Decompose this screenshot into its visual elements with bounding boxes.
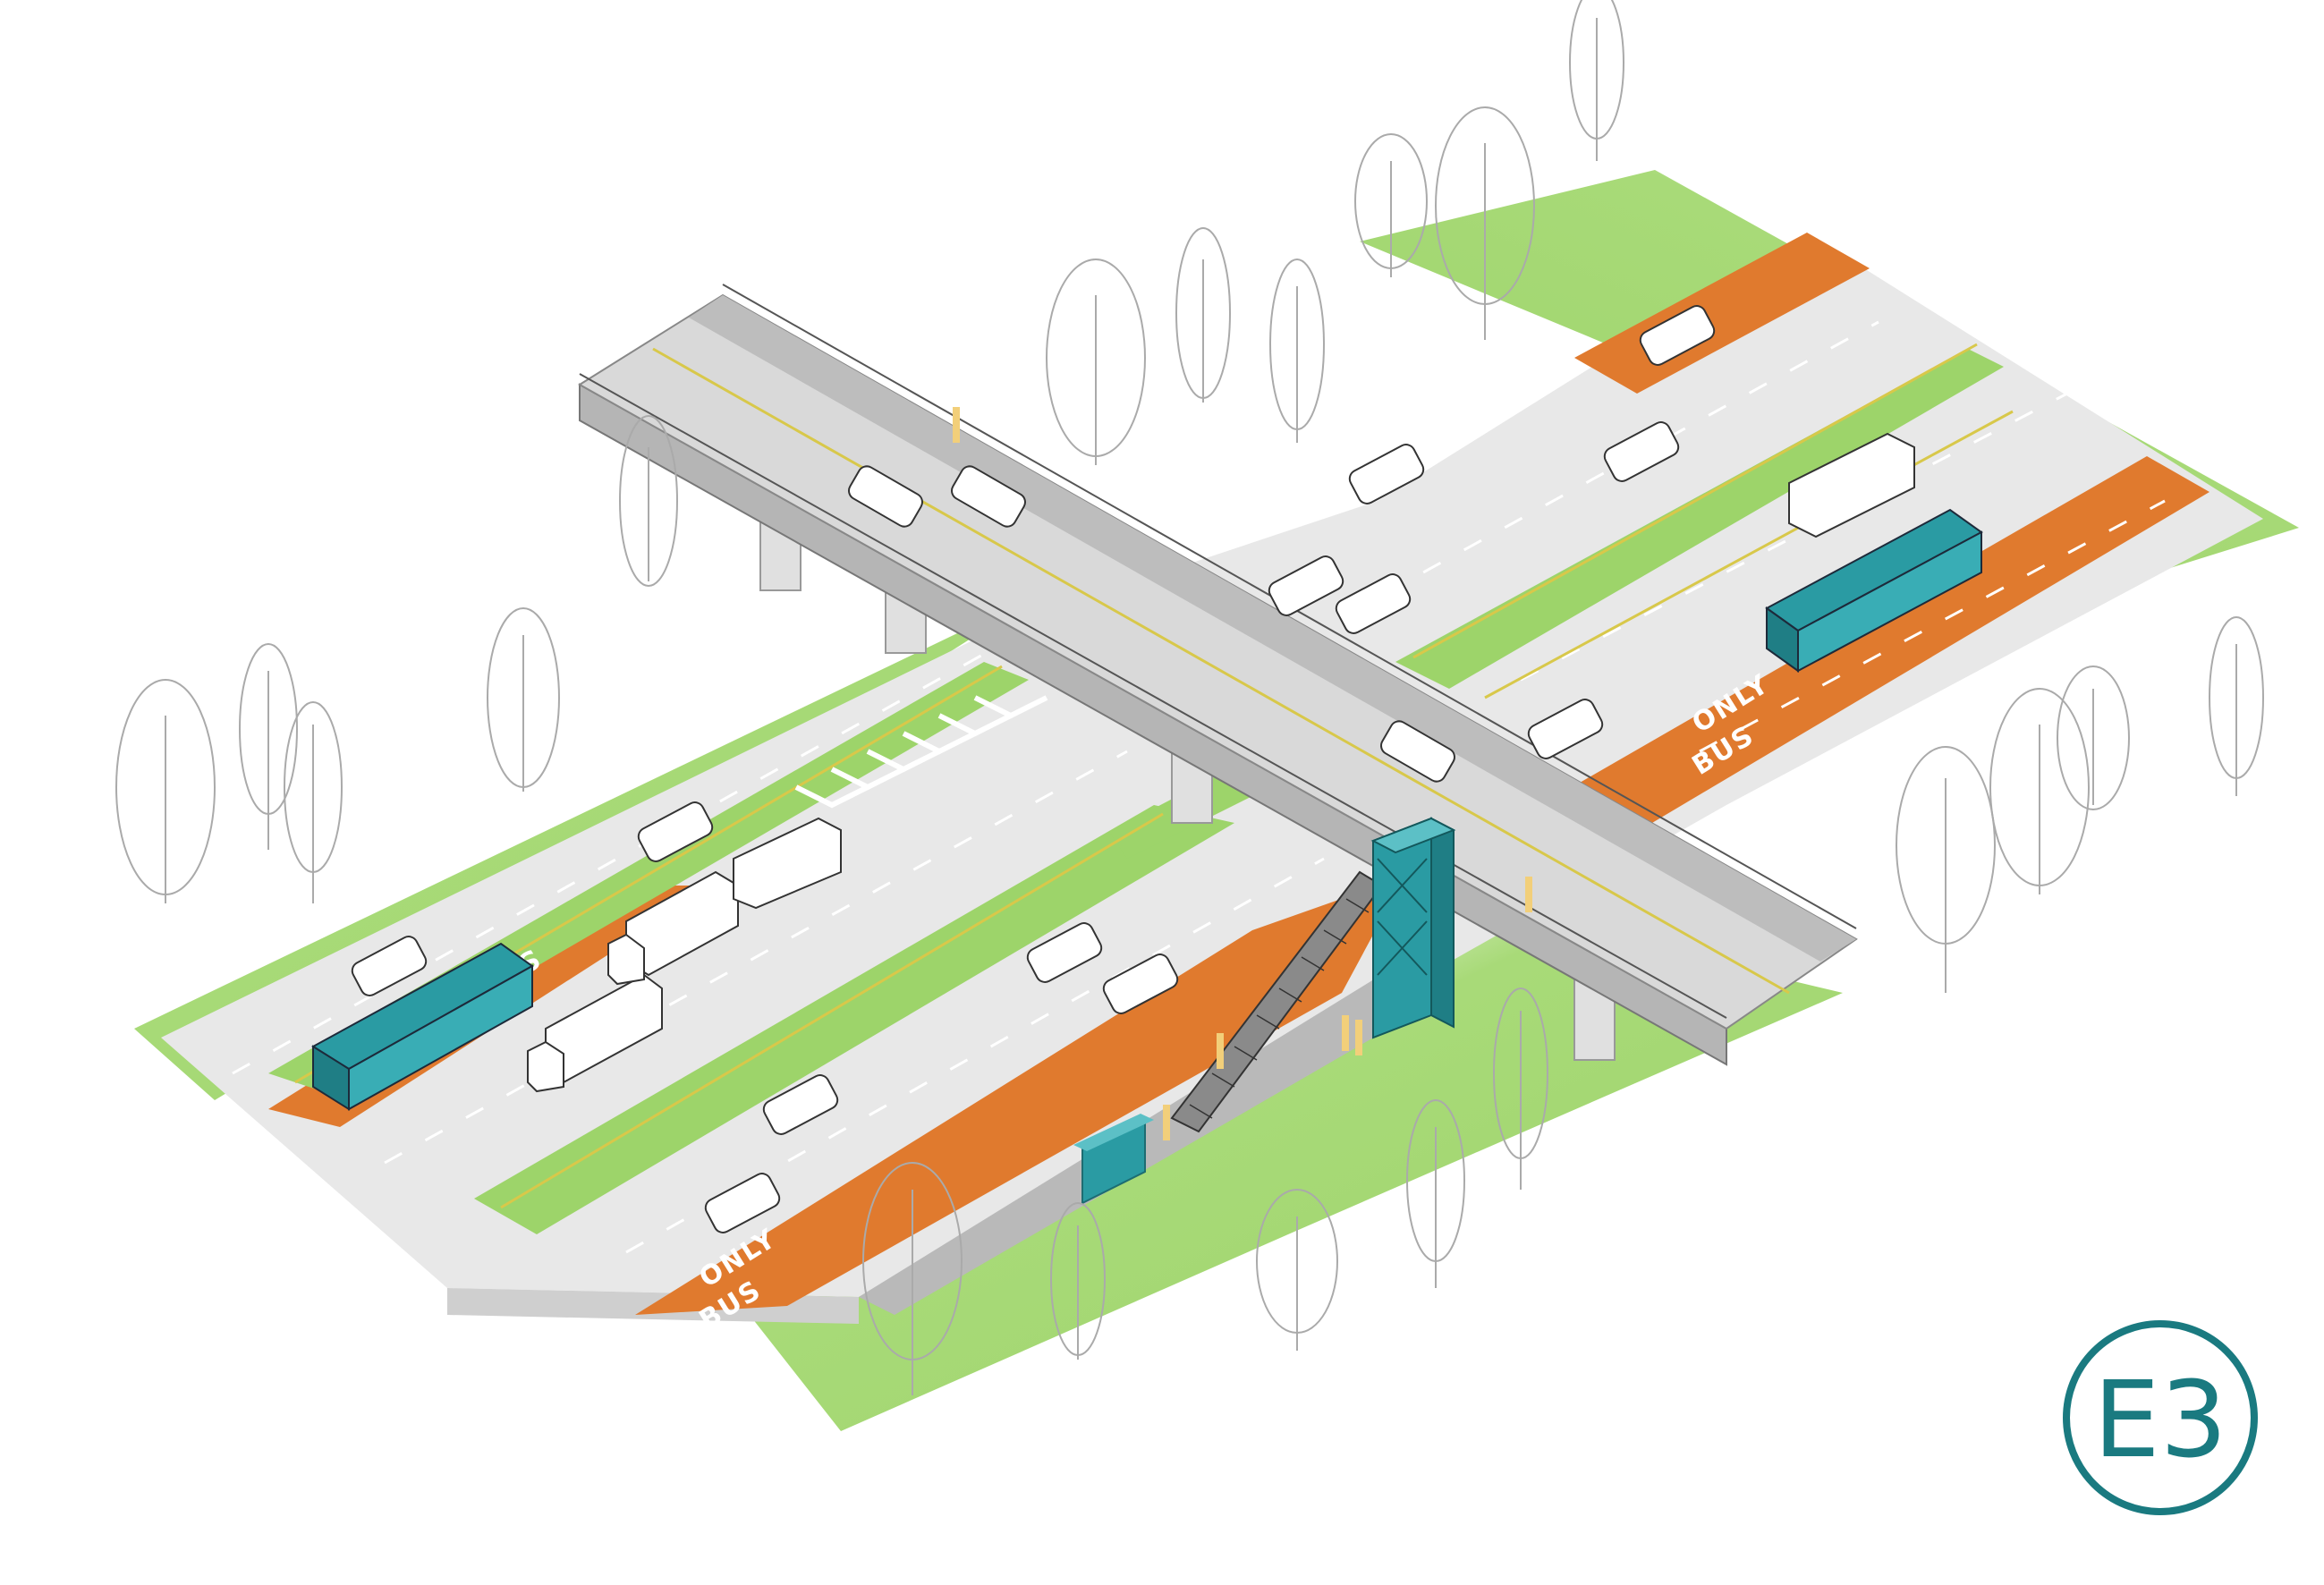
- section-badge: E3: [2063, 1320, 2258, 1515]
- truck-3: [733, 817, 842, 910]
- overpass-sidewalk: [689, 295, 1856, 962]
- overpass-centerline: [652, 347, 1790, 995]
- section-badge-label: E3: [2093, 1358, 2227, 1481]
- lane-markings: [232, 320, 2166, 1254]
- stair-treads: [1189, 898, 1370, 1119]
- cars: [351, 305, 1716, 1233]
- bus-far: [1765, 508, 1983, 673]
- trees: [115, 0, 2264, 1395]
- truck-2: [607, 870, 739, 986]
- truck-4: [1788, 432, 1915, 538]
- overpass-railing-near: [579, 373, 1727, 1019]
- chevron-gore: [794, 695, 1048, 809]
- elevator-tower: [1370, 817, 1456, 1039]
- grass-verge-near-right: [742, 903, 1843, 1431]
- median-green-3: [1395, 349, 2004, 689]
- median-green-2: [474, 805, 1234, 1234]
- bus-near: [311, 942, 534, 1111]
- bus-lane-near: [635, 877, 1404, 1315]
- bus-lane-far: [1556, 456, 2209, 832]
- bus-shelter-roof: [1073, 1114, 1154, 1151]
- pedestrians: [953, 407, 1532, 1140]
